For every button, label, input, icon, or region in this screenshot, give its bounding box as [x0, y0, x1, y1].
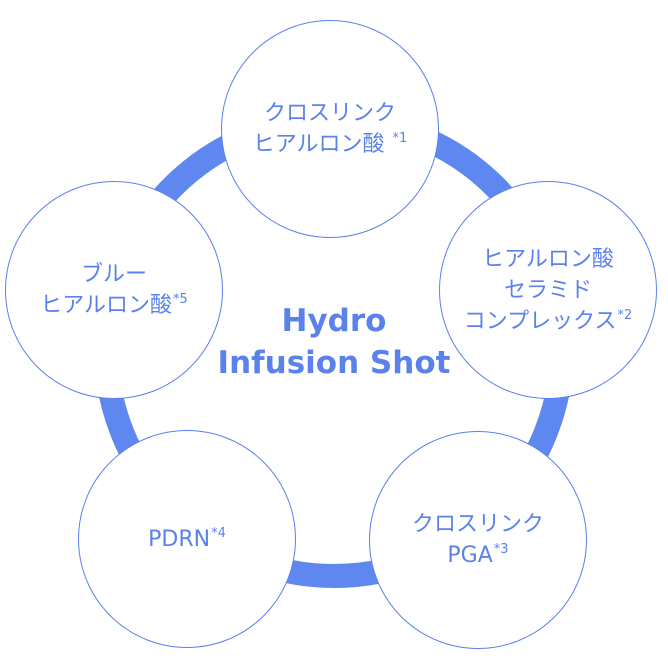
center-title: Hydro Infusion Shot: [200, 300, 468, 384]
node-line: クロスリンク: [411, 512, 544, 537]
footnote-mark: *1: [392, 131, 408, 146]
node-line: クロスリンク: [263, 101, 396, 126]
ingredient-node-cross-link-pga: クロスリンク PGA*3: [369, 431, 587, 649]
footnote-mark: *2: [617, 307, 633, 323]
center-title-line-2: Infusion Shot: [217, 345, 451, 381]
node-line-text: PGA: [447, 543, 493, 568]
node-line-text: コンプレックス: [463, 308, 617, 334]
footnote-mark: *5: [173, 292, 188, 307]
node-line: ブルー: [80, 262, 147, 287]
node-line: PGA*3: [412, 540, 544, 571]
footnote-mark: *3: [493, 542, 509, 557]
node-line: コンプレックス*2: [464, 306, 632, 337]
ingredient-node-cross-link-hyaluronic-acid: クロスリンク ヒアルロン酸 *1: [221, 20, 439, 238]
node-line-text: ヒアルロン酸: [252, 132, 392, 157]
node-line: PDRN*4: [148, 524, 226, 555]
ingredient-node-blue-hyaluronic-acid: ブルー ヒアルロン酸*5: [5, 181, 223, 399]
node-line-text: PDRN: [148, 526, 211, 552]
node-line-text: ヒアルロン酸: [40, 293, 172, 318]
footnote-mark: *4: [211, 525, 226, 541]
center-title-line-1: Hydro: [281, 303, 387, 339]
ingredient-node-pdrn: PDRN*4: [78, 430, 296, 648]
node-line: ヒアルロン酸 *1: [253, 129, 408, 160]
node-line: ヒアルロン酸*5: [40, 290, 188, 321]
node-line: ヒアルロン酸: [482, 246, 614, 272]
ingredient-node-hyaluronic-acid-ceramide-complex: ヒアルロン酸 セラミド コンプレックス*2: [439, 181, 657, 399]
node-line: セラミド: [503, 277, 592, 303]
